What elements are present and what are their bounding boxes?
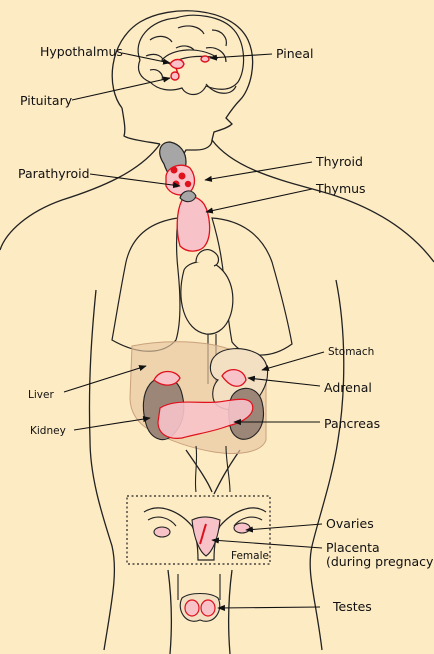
label-ovaries: Ovaries [326, 516, 374, 531]
leader-liver [63, 365, 147, 393]
label-testes: Testes [333, 599, 372, 614]
thymus-grey-top [179, 190, 197, 203]
label-kidney: Kidney [30, 425, 66, 437]
testes-glands [184, 599, 216, 617]
label-parathyroid: Parathyroid [18, 166, 90, 181]
leader-thymus [205, 188, 313, 214]
female-box [126, 495, 271, 565]
leader-kidney [73, 416, 151, 431]
thymus-gland [176, 195, 211, 252]
label-adrenal: Adrenal [324, 380, 372, 395]
label-female: Female [231, 550, 269, 562]
aorta [195, 249, 220, 267]
leader-ovaries [245, 523, 323, 533]
label-pineal: Pineal [276, 46, 314, 61]
pituitary-gland [170, 71, 180, 81]
label-thymus: Thymus [316, 181, 366, 196]
adrenal-gland-left [153, 370, 181, 386]
adrenal-gland-right [221, 369, 247, 387]
leader-lines [63, 52, 325, 612]
brain [137, 14, 245, 96]
leader-thyroid [204, 161, 313, 182]
leader-pituitary [71, 76, 171, 101]
female-reproductive-organs [143, 507, 267, 561]
pineal-gland [200, 55, 210, 63]
body-outline [0, 139, 434, 654]
leader-stomach [261, 351, 325, 372]
leader-pineal [209, 53, 273, 61]
label-pituitary: Pituitary [20, 93, 73, 108]
label-placenta: Placenta (during pregnacy) [326, 540, 434, 570]
leader-adrenal [247, 375, 321, 387]
head-outline [111, 10, 254, 175]
label-thyroid: Thyroid [316, 154, 363, 169]
leader-testes [217, 604, 321, 612]
spine-lines [194, 445, 231, 493]
lungs [111, 217, 293, 356]
label-stomach: Stomach [328, 346, 375, 358]
heart [180, 260, 234, 335]
label-hypothalmus: Hypothalmus [40, 44, 123, 59]
leader-parathyroid [89, 173, 181, 189]
pancreas [157, 398, 254, 439]
leader-hypothalmus [121, 52, 171, 65]
label-pancreas: Pancreas [324, 416, 381, 431]
leader-placenta [211, 537, 323, 549]
male-reproductive-organs [177, 574, 221, 622]
label-liver: Liver [28, 389, 54, 401]
